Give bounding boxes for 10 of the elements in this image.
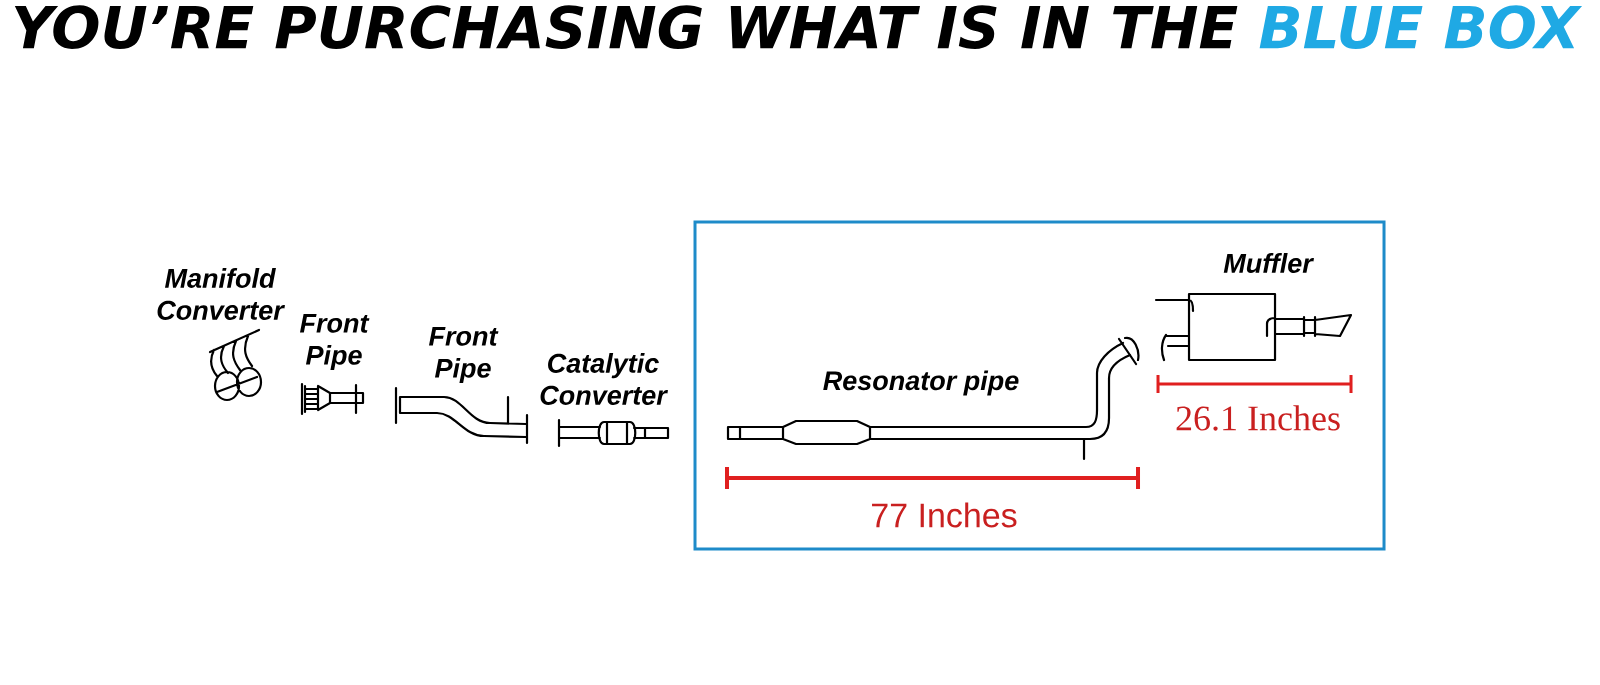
part-label: Muffler <box>1223 253 1314 273</box>
dimension-label: 26.1 Inches <box>1176 405 1340 431</box>
title: YOU’RE PURCHASING WHAT IS IN THE BLUE BOX <box>14 5 1583 49</box>
part-label: Front Pipe <box>429 326 499 384</box>
part-label: Front Pipe <box>300 313 370 371</box>
part-label: Catalytic Converter <box>540 353 668 405</box>
dimension-label: 77 Inches <box>872 502 1017 528</box>
part-label: Manifold Converter <box>157 268 285 320</box>
part-label: Resonator pipe <box>823 370 1019 396</box>
outline-box <box>693 220 1386 551</box>
